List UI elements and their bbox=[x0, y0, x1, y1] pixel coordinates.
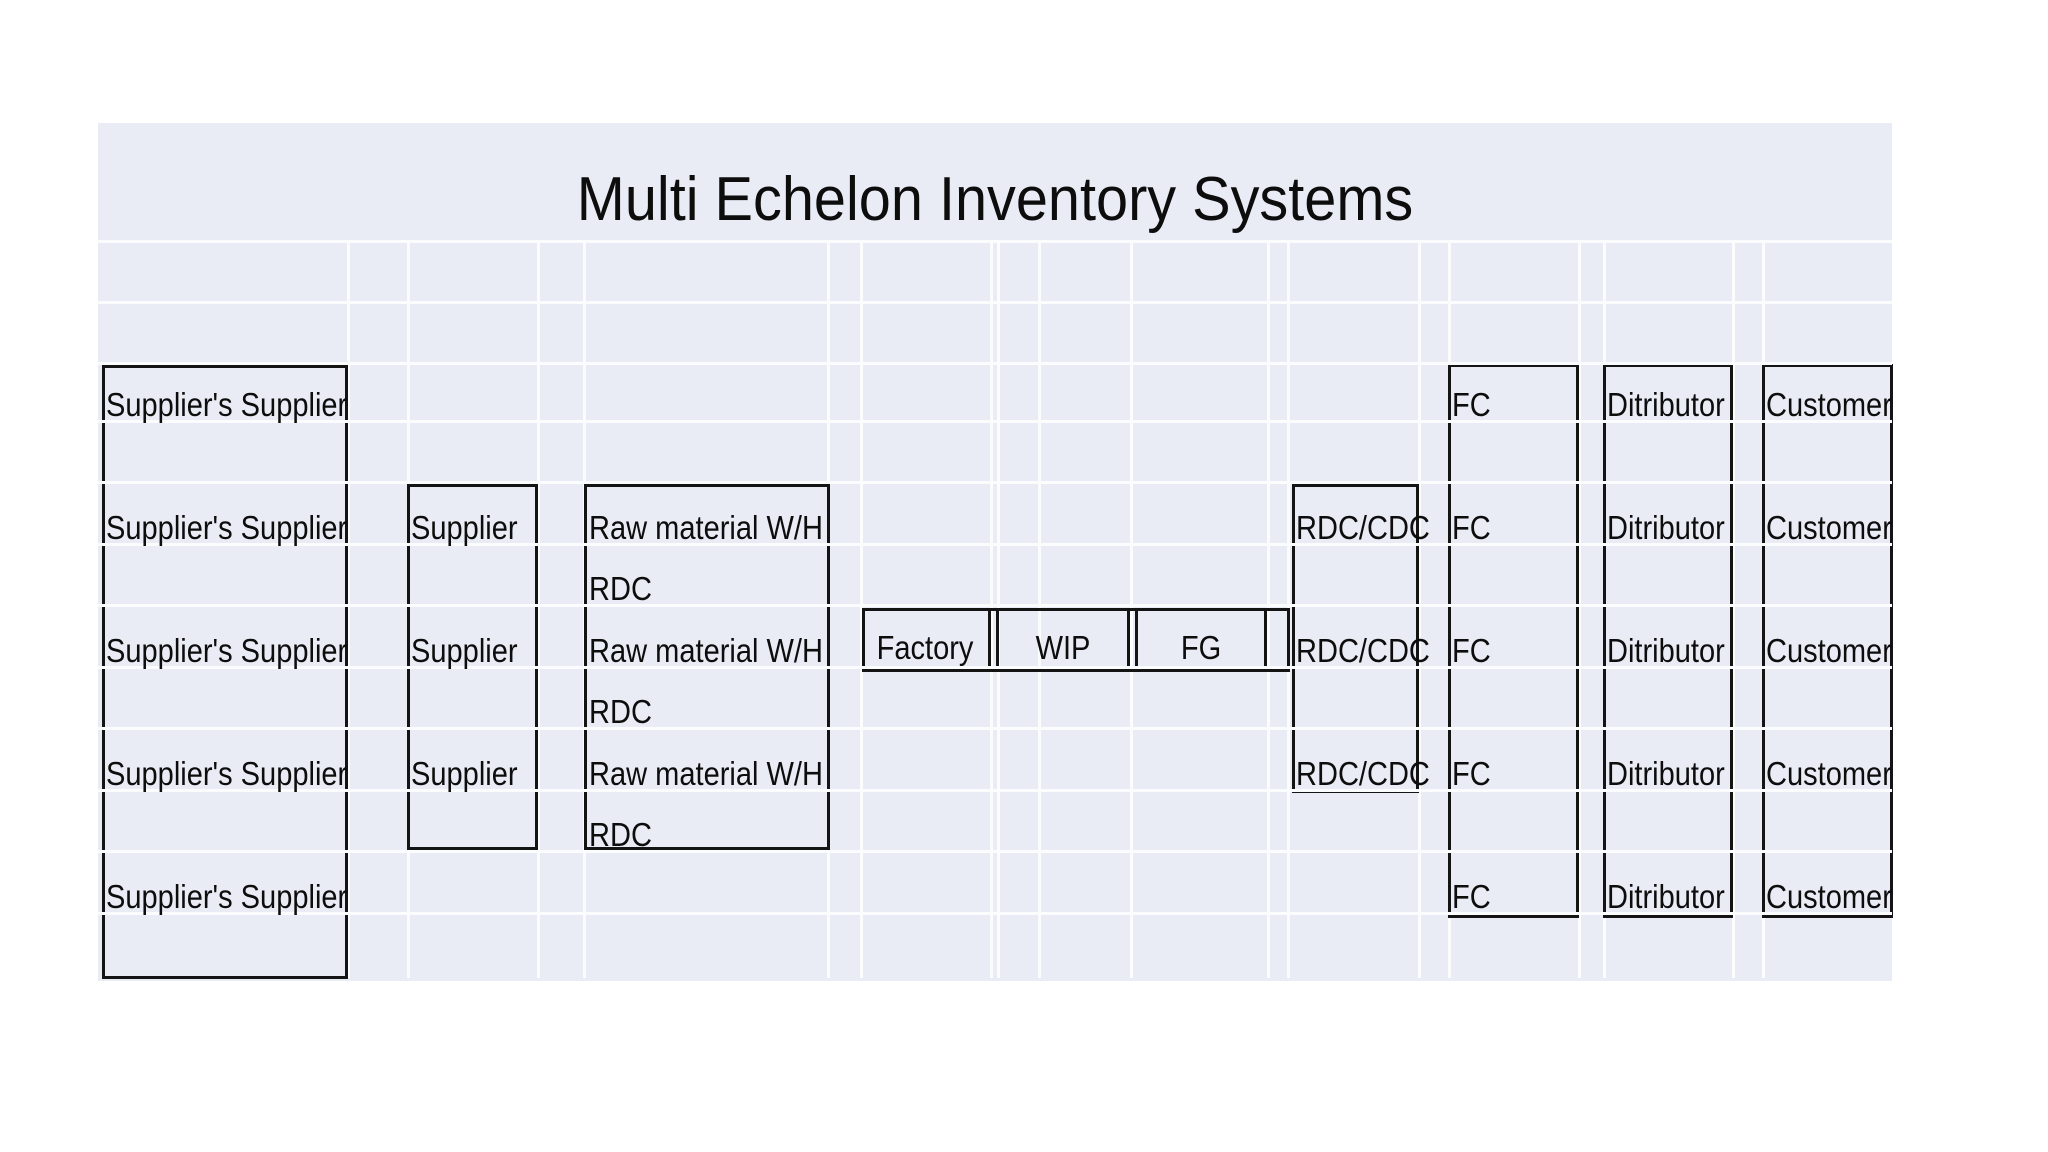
grid-line-horizontal bbox=[98, 666, 1892, 669]
label-distributor-5: Ditributor bbox=[1607, 878, 1725, 915]
label-fc-5: FC bbox=[1452, 878, 1491, 915]
label-customer-4: Customer bbox=[1766, 755, 1892, 792]
grid-line-horizontal bbox=[98, 727, 1892, 730]
grid-line-horizontal bbox=[98, 850, 1892, 853]
box-distributor bbox=[1603, 364, 1733, 918]
grid-line-horizontal bbox=[98, 301, 1892, 304]
label-fg: FG bbox=[1180, 629, 1222, 666]
label-rdc-cdc-3: RDC/CDC bbox=[1296, 755, 1430, 792]
label-suppliers-supplier-2: Supplier's Supplier bbox=[106, 509, 348, 546]
label-customer-5: Customer bbox=[1766, 878, 1892, 915]
grid-line-horizontal bbox=[98, 481, 1892, 484]
box-factory-chain bbox=[862, 608, 1290, 672]
grid-line-vertical bbox=[1418, 240, 1421, 978]
label-rdc-1: RDC bbox=[589, 570, 652, 607]
grid-line-vertical bbox=[1578, 240, 1581, 978]
box-customer bbox=[1762, 364, 1893, 918]
grid-line-horizontal bbox=[98, 789, 1892, 792]
label-rdc-2: RDC bbox=[589, 693, 652, 730]
label-suppliers-supplier-3: Supplier's Supplier bbox=[106, 632, 348, 669]
label-distributor-1: Ditributor bbox=[1607, 386, 1725, 423]
slide-panel bbox=[98, 123, 1892, 981]
label-suppliers-supplier-5: Supplier's Supplier bbox=[106, 878, 348, 915]
label-rdc-3: RDC bbox=[589, 816, 652, 853]
grid-line-horizontal bbox=[98, 912, 1892, 915]
label-customer-2: Customer bbox=[1766, 509, 1892, 546]
grid-line-horizontal bbox=[98, 362, 1892, 365]
factory-divider-left-b bbox=[996, 608, 999, 672]
label-raw-material-1: Raw material W/H bbox=[589, 509, 823, 546]
label-supplier-2: Supplier bbox=[411, 632, 518, 669]
slide-title: Multi Echelon Inventory Systems bbox=[576, 165, 1414, 234]
label-suppliers-supplier-1: Supplier's Supplier bbox=[106, 386, 348, 423]
grid-line-horizontal bbox=[98, 240, 1892, 243]
label-fc-2: FC bbox=[1452, 509, 1491, 546]
label-customer-1: Customer bbox=[1766, 386, 1892, 423]
label-suppliers-supplier-4: Supplier's Supplier bbox=[106, 755, 348, 792]
box-suppliers-supplier bbox=[102, 365, 348, 979]
grid-line-vertical bbox=[1732, 240, 1735, 978]
grid-line-horizontal bbox=[98, 420, 1892, 423]
grid-line-vertical bbox=[537, 240, 540, 978]
label-rdc-cdc-1: RDC/CDC bbox=[1296, 509, 1430, 546]
label-distributor-2: Ditributor bbox=[1607, 509, 1725, 546]
grid-line-vertical bbox=[347, 240, 350, 978]
grid-line-horizontal bbox=[98, 604, 1892, 607]
label-distributor-3: Ditributor bbox=[1607, 632, 1725, 669]
label-rdc-cdc-2: RDC/CDC bbox=[1296, 632, 1430, 669]
label-supplier-3: Supplier bbox=[411, 755, 518, 792]
label-factory: Factory bbox=[876, 629, 974, 666]
box-fc bbox=[1448, 364, 1579, 918]
label-distributor-4: Ditributor bbox=[1607, 755, 1725, 792]
label-supplier-1: Supplier bbox=[411, 509, 518, 546]
label-raw-material-2: Raw material W/H bbox=[589, 632, 823, 669]
factory-divider-mid-b bbox=[1135, 608, 1138, 672]
label-fc-4: FC bbox=[1452, 755, 1491, 792]
grid-line-vertical bbox=[860, 240, 863, 978]
label-customer-3: Customer bbox=[1766, 632, 1892, 669]
label-raw-material-3: Raw material W/H bbox=[589, 755, 823, 792]
factory-divider-right bbox=[1264, 608, 1267, 672]
grid-line-horizontal bbox=[98, 543, 1892, 546]
factory-divider-left-a bbox=[988, 608, 991, 672]
label-fc-1: FC bbox=[1452, 386, 1491, 423]
factory-divider-mid-a bbox=[1127, 608, 1130, 672]
label-wip: WIP bbox=[1035, 629, 1091, 666]
label-fc-3: FC bbox=[1452, 632, 1491, 669]
